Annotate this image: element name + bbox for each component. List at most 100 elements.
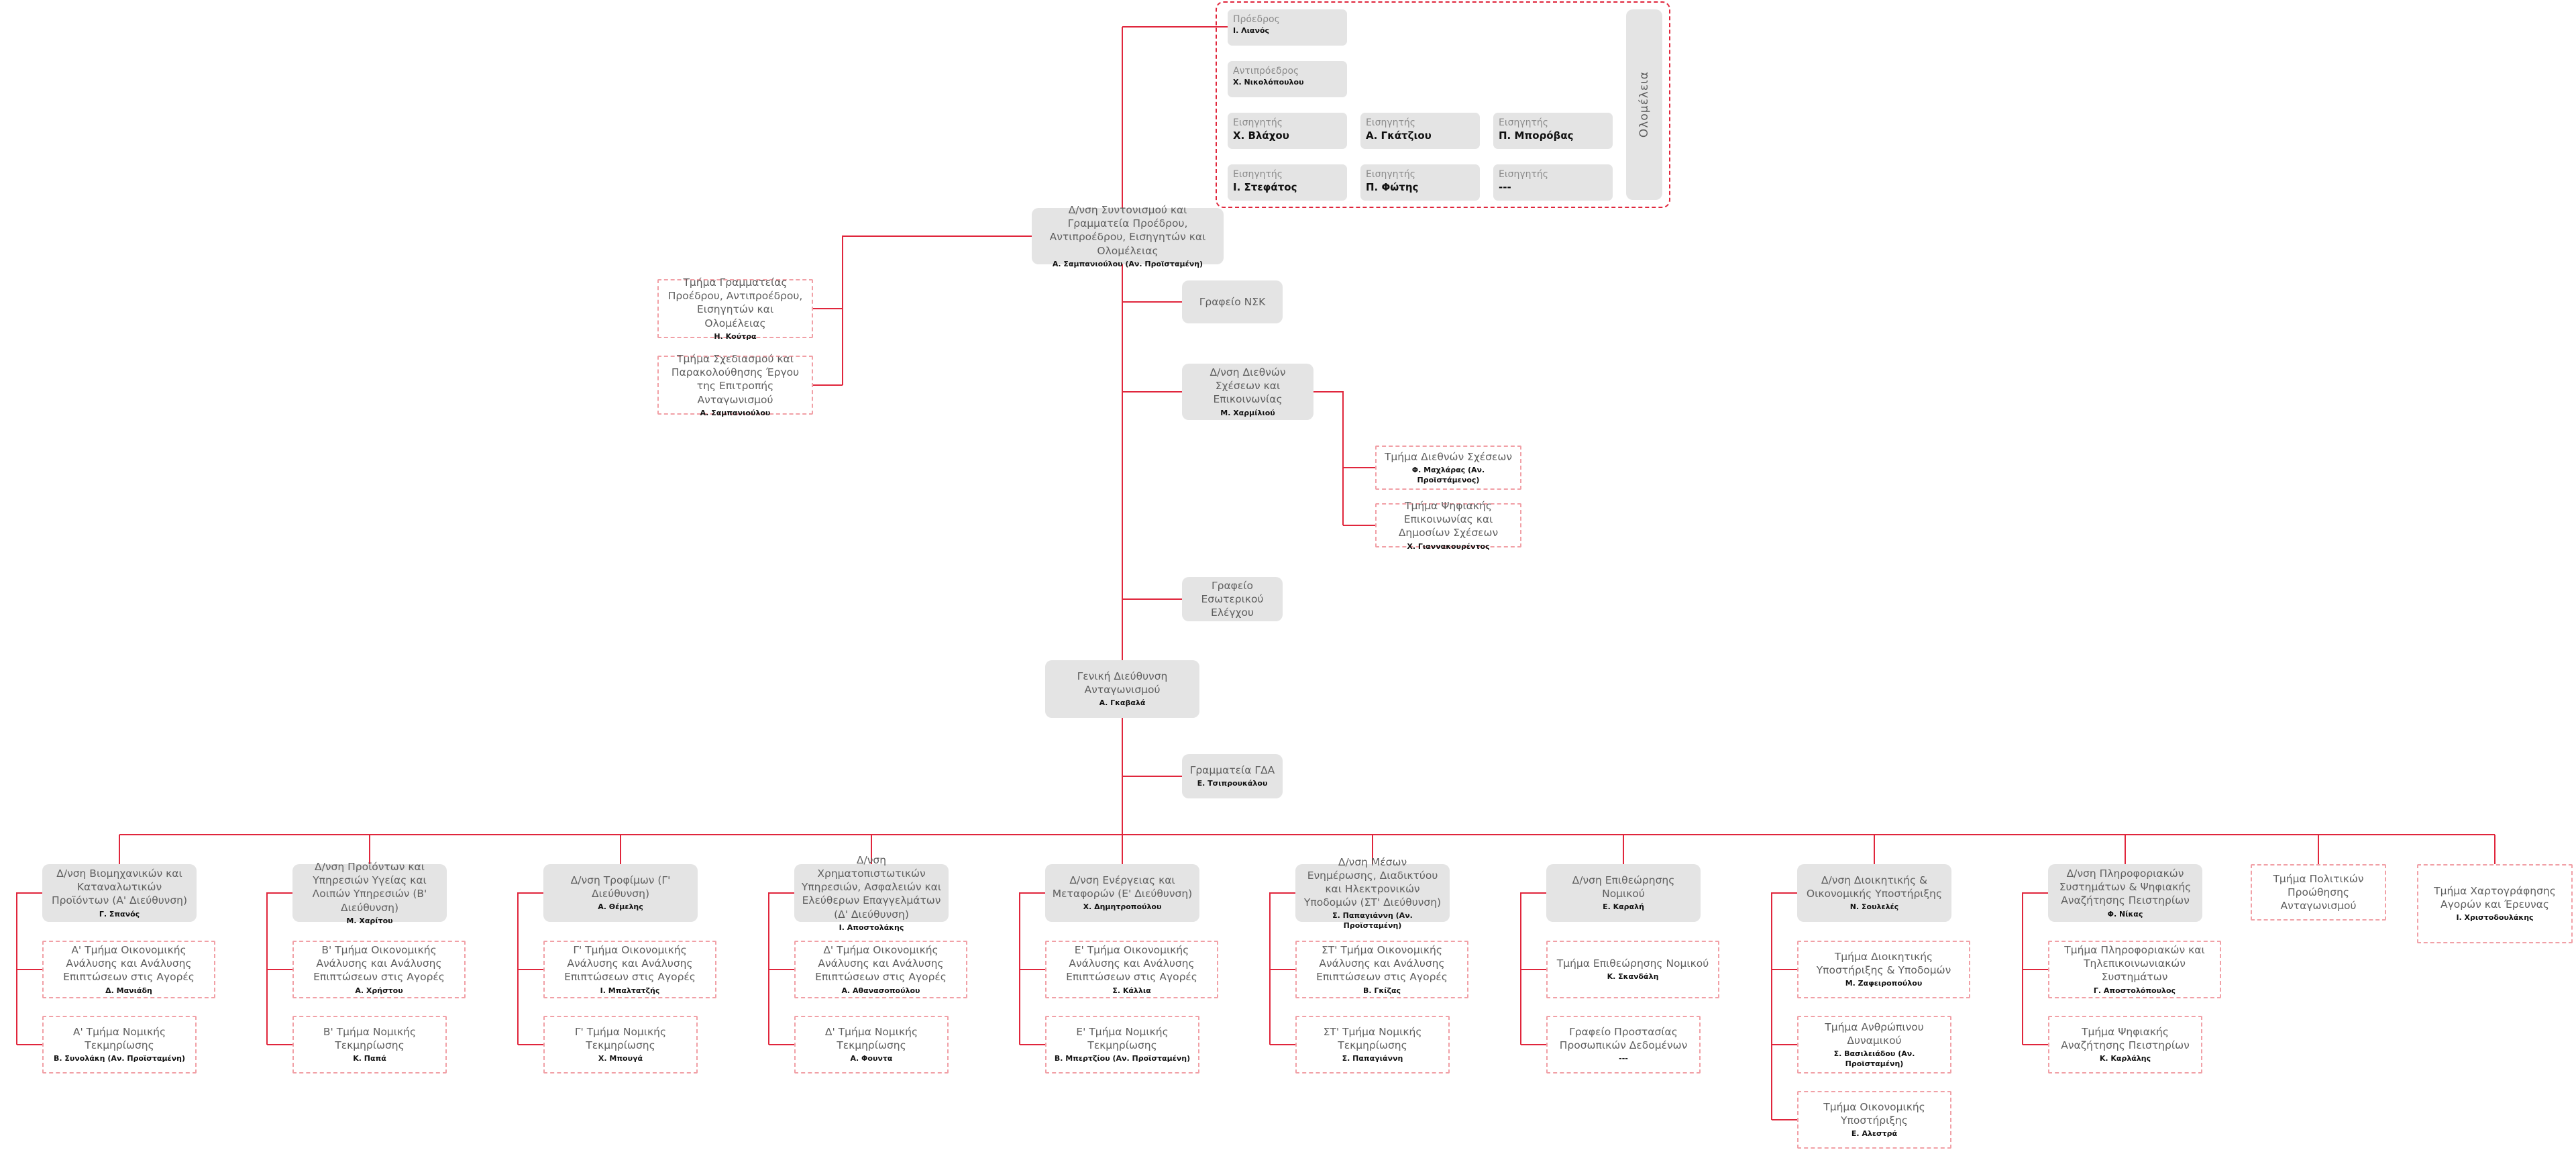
unit-spine-line [266, 892, 292, 1045]
plenary-label: Ολομέλεια [1638, 71, 1651, 138]
intl-relations-unit: Τμήμα Διεθνών Σχέσεων Φ. Μαχλάρας (Αν. Π… [1375, 446, 1521, 490]
box-title: Τμήμα Χαρτογράφησης Αγορών και Έρευνας [2434, 885, 2556, 911]
directorate-a: Δ/νση Βιομηχανικών και Καταναλωτικών Προ… [42, 864, 197, 922]
member-name: Α. Γκάτζιου [1366, 129, 1432, 142]
box-head: Δ. Μανιάδη [105, 986, 152, 995]
unit-box: Τμήμα Διοικητικής Υποστήριξης & Υποδομών… [1797, 941, 1970, 998]
box-head: Χ. Γιαννακουρέντος [1407, 541, 1490, 551]
member-rapporteur: Εισηγητής Χ. Βλάχου [1228, 113, 1347, 149]
box-head: Α. Χρήστου [355, 986, 403, 995]
box-title: Α' Τμήμα Νομικής Τεκμηρίωσης [72, 1026, 166, 1052]
box-head: Σ. Κάλλια [1112, 986, 1151, 995]
box-title: Τμήμα Διοικητικής Υποστήριξης & Υποδομών [1816, 951, 1951, 977]
box-head: Ι. Χριστοδουλάκης [2456, 913, 2534, 923]
box-title: ΣΤ' Τμήμα Νομικής Τεκμηρίωσης [1323, 1026, 1422, 1052]
box-head: Α. Αθανασοπούλου [841, 986, 920, 995]
box-head: Κ. Καρλάλης [2099, 1054, 2151, 1063]
box-title: Τμήμα Σχεδιασμού και Παρακολούθησης Έργο… [671, 353, 800, 406]
legal-council-office: Γραφείο ΝΣΚ [1182, 280, 1283, 323]
unit-box: Α' Τμήμα Νομικής Τεκμηρίωσης Β. Συνολάκη… [42, 1016, 197, 1074]
box-head: Μ. Ζαφειροπούλου [1845, 979, 1923, 988]
intl-units-spine [1313, 391, 1344, 525]
member-name: Χ. Βλάχου [1233, 129, 1289, 142]
unit-spine-line [1269, 892, 1295, 1045]
box-head: Β. Μπερτζίου (Αν. Προϊσταμένη) [1054, 1054, 1191, 1063]
directorate-e: Δ/νση Ενέργειας και Μεταφορών (Ε' Διεύθυ… [1045, 864, 1199, 922]
box-title: Δ' Τμήμα Νομικής Τεκμηρίωσης [824, 1026, 918, 1052]
unit-box: Τμήμα Ανθρώπινου Δυναμικού Σ. Βασιλειάδο… [1797, 1016, 1951, 1074]
box-title: Γενική Διεύθυνση Ανταγωνισμού [1077, 670, 1168, 696]
box-head: Φ. Μαχλάρας (Αν. Προϊστάμενος) [1411, 466, 1485, 484]
box-head: Β. Γκίζας [1362, 986, 1401, 995]
unit-box: ΣΤ' Τμήμα Νομικής Τεκμηρίωσης Σ. Παπαγιά… [1295, 1016, 1450, 1074]
box-head: Κ. Σκανδάλη [1607, 972, 1659, 982]
box-head: Μ. Χαρμίλιού [1220, 408, 1275, 417]
directorate-b: Δ/νση Προϊόντων και Υπηρεσιών Υγείας και… [292, 861, 447, 925]
coord-planning-unit: Τμήμα Σχεδιασμού και Παρακολούθησης Έργο… [657, 353, 813, 417]
member-rapporteur: Εισηγητής Π. Φώτης [1360, 164, 1480, 201]
member-name: Π. Φώτης [1366, 181, 1419, 193]
member-president: Πρόεδρος Ι. Λιανός [1228, 9, 1347, 46]
unit-spine-line [2022, 892, 2048, 1045]
box-head: Ι. Αποστολάκης [839, 923, 904, 932]
box-head: Ε. Τσιπρουκάλου [1197, 779, 1268, 788]
member-name: Ι. Λιανός [1233, 26, 1270, 35]
box-title: Τμήμα Πολιτικών Προώθησης Ανταγωνισμού [2273, 872, 2364, 912]
member-rapporteur: Εισηγητής Ι. Στεφάτος [1228, 164, 1347, 201]
box-title: Τμήμα Πληροφοριακών και Τηλεπικοινωνιακώ… [2064, 944, 2205, 984]
unit-box: Τμήμα Επιθεώρησης Νομικού Κ. Σκανδάλη [1546, 941, 1719, 998]
box-head: Χ. Μπουγά [598, 1054, 643, 1063]
box-title: Γραφείο Εσωτερικού Ελέγχου [1201, 579, 1264, 619]
member-rapporteur: Εισηγητής Α. Γκάτζιου [1360, 113, 1480, 149]
box-title: Γ' Τμήμα Νομικής Τεκμηρίωσης [574, 1026, 667, 1052]
box-head: Γ. Σπανός [99, 909, 140, 919]
box-title: Τμήμα Διεθνών Σχέσεων [1384, 451, 1513, 464]
box-title: Δ/νση Μέσων Ενημέρωσης, Διαδικτύου και Η… [1303, 855, 1442, 909]
directorate-information-systems: Δ/νση Πληροφοριακών Συστημάτων & Ψηφιακή… [2048, 864, 2202, 922]
member-role: Εισηγητής [1499, 117, 1549, 128]
box-title: Δ/νση Βιομηχανικών και Καταναλωτικών Προ… [51, 868, 188, 907]
box-title: Γραφείο ΝΣΚ [1199, 295, 1266, 308]
member-role: Εισηγητής [1233, 169, 1283, 180]
plenary-frame [1216, 1, 1670, 208]
box-head: Γ. Αποστολόπουλος [2093, 986, 2176, 995]
member-rapporteur: Εισηγητής Π. Μπορόβας [1493, 113, 1613, 149]
unit-spine-line [1771, 892, 1797, 1120]
market-mapping-unit: Τμήμα Χαρτογράφησης Αγορών και Έρευνας Ι… [2417, 864, 2573, 943]
box-title: Δ/νση Διοικητικής & Οικονομικής Υποστήρι… [1806, 874, 1943, 900]
unit-box: Δ' Τμήμα Νομικής Τεκμηρίωσης Α. Φουντα [794, 1016, 949, 1074]
member-name: --- [1499, 181, 1511, 193]
internal-audit-office: Γραφείο Εσωτερικού Ελέγχου [1182, 577, 1283, 621]
box-title: Ε' Τμήμα Νομικής Τεκμηρίωσης [1076, 1026, 1169, 1052]
box-title: Γ' Τμήμα Οικονομικής Ανάλυσης και Ανάλυσ… [564, 944, 696, 984]
box-title: Β' Τμήμα Νομικής Τεκμηρίωσης [323, 1026, 417, 1052]
unit-box: ΣΤ' Τμήμα Οικονομικής Ανάλυσης και Ανάλυ… [1295, 941, 1468, 998]
plenary-label-box: Ολομέλεια [1626, 9, 1662, 200]
member-role: Πρόεδρος [1233, 14, 1280, 25]
unit-box: Γ' Τμήμα Οικονομικής Ανάλυσης και Ανάλυσ… [543, 941, 716, 998]
box-title: Δ/νση Διεθνών Σχέσεων και Επικοινωνίας [1210, 366, 1286, 406]
box-head: Φ. Νίκας [2107, 909, 2143, 919]
box-title: Δ/νση Συντονισμού και Γραμματεία Προέδρο… [1049, 204, 1206, 257]
coordination-directorate: Δ/νση Συντονισμού και Γραμματεία Προέδρο… [1032, 204, 1224, 268]
member-role: Εισηγητής [1499, 169, 1549, 180]
directorate-legal-inspection: Δ/νση Επιθεώρησης Νομικού Ε. Καραλή [1546, 864, 1701, 922]
digital-comms-unit: Τμήμα Ψηφιακής Επικοινωνίας και Δημοσίων… [1375, 500, 1521, 551]
unit-box: Β' Τμήμα Οικονομικής Ανάλυσης και Ανάλυσ… [292, 941, 466, 998]
box-title: Τμήμα Ψηφιακής Επικοινωνίας και Δημοσίων… [1398, 500, 1499, 539]
box-title: Δ' Τμήμα Οικονομικής Ανάλυσης και Ανάλυσ… [815, 944, 947, 984]
box-head: Σ. Παπαγιάννη [1342, 1054, 1403, 1063]
unit-box: Τμήμα Ψηφιακής Αναζήτησης Πειστηρίων Κ. … [2048, 1016, 2202, 1074]
box-title: Τμήμα Γραμματείας Προέδρου, Αντιπροέδρου… [667, 276, 803, 329]
unit-box: Τμήμα Πληροφοριακών και Τηλεπικοινωνιακώ… [2048, 941, 2221, 998]
box-title: Ε' Τμήμα Οικονομικής Ανάλυσης και Ανάλυσ… [1066, 944, 1197, 984]
box-title: Τμήμα Επιθεώρησης Νομικού [1556, 957, 1709, 970]
unit-box: Γ' Τμήμα Νομικής Τεκμηρίωσης Χ. Μπουγά [543, 1016, 698, 1074]
box-head: Ε. Αλεστρά [1851, 1129, 1898, 1139]
unit-box: Β' Τμήμα Νομικής Τεκμηρίωσης Κ. Παπά [292, 1016, 447, 1074]
box-title: Δ/νση Χρηματοπιστωτικών Υπηρεσιών, Ασφαλ… [801, 854, 942, 921]
directorate-c: Δ/νση Τροφίμων (Γ' Διεύθυνση) Α. Θέμελης [543, 864, 698, 922]
box-title: ΣΤ' Τμήμα Οικονομικής Ανάλυσης και Ανάλυ… [1316, 944, 1448, 984]
box-title: Δ/νση Προϊόντων και Υπηρεσιών Υγείας και… [312, 861, 427, 914]
box-head: Α. Φουντα [850, 1054, 893, 1063]
